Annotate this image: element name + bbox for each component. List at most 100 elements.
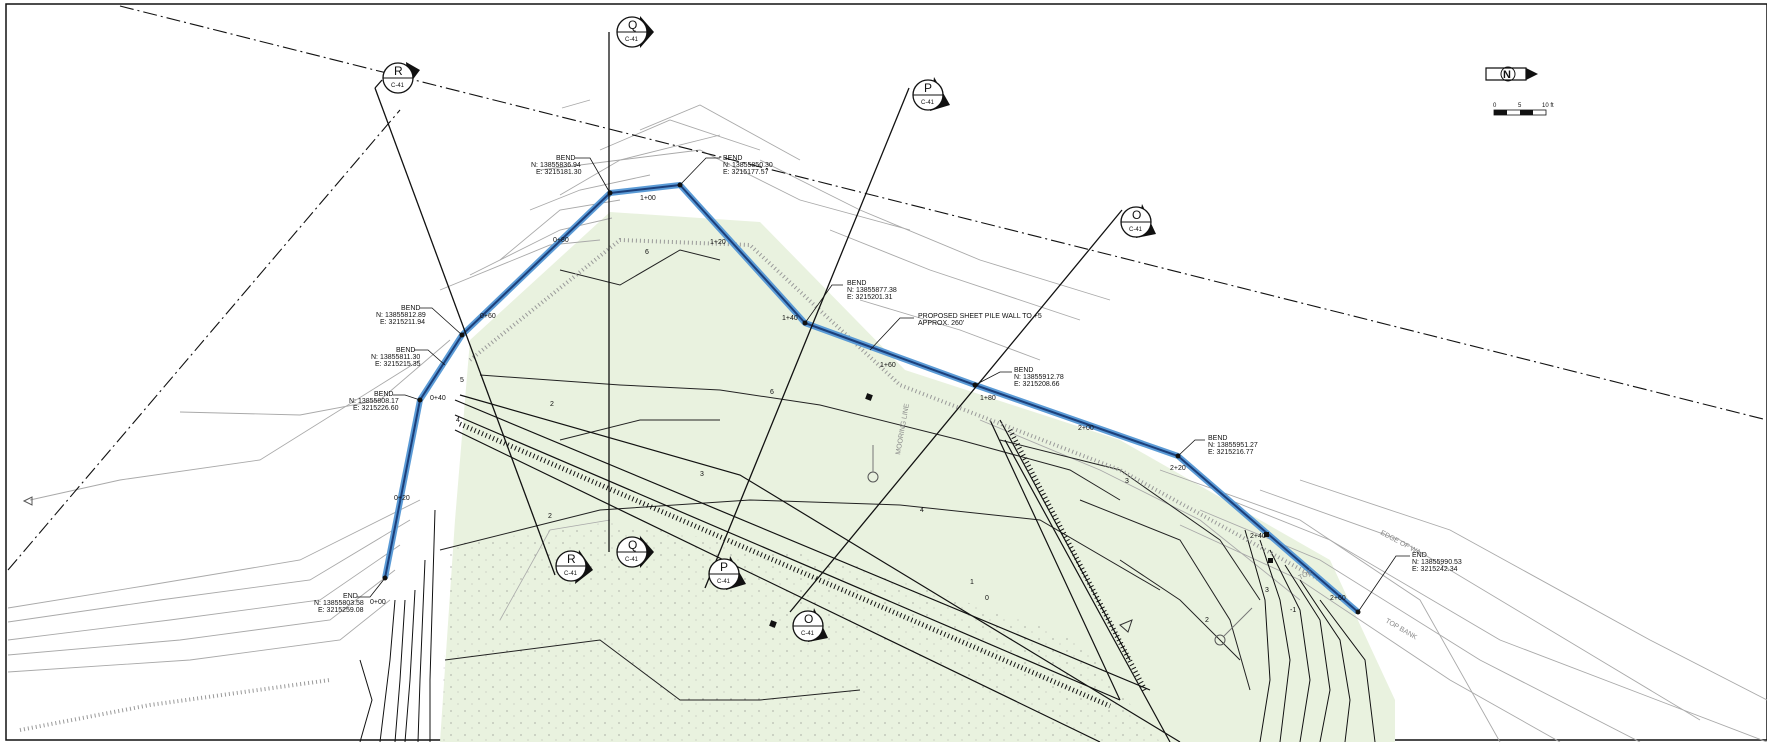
callout-leaders (357, 157, 1410, 613)
svg-text:O: O (804, 612, 813, 626)
svg-text:Q: Q (628, 18, 637, 32)
scale-bar: 0 5 10 ft (1493, 103, 1554, 116)
svg-text:E: 3215177.57: E: 3215177.57 (723, 169, 769, 176)
section-cut-lines (374, 32, 1123, 613)
station-1-60: 1+60 (880, 362, 896, 369)
svg-text:C-41: C-41 (625, 557, 639, 563)
svg-text:C-41: C-41 (801, 631, 815, 637)
svg-text:R: R (394, 64, 403, 78)
svg-text:P: P (924, 81, 932, 95)
svg-text:E: 3215216.77: E: 3215216.77 (1208, 449, 1254, 456)
svg-text:BEND: BEND (1208, 435, 1227, 442)
section-marker-r-top[interactable]: R C-41 (382, 62, 420, 94)
svg-text:E: 3215226.60: E: 3215226.60 (353, 405, 399, 412)
svg-text:E: 3215181.30: E: 3215181.30 (536, 169, 582, 176)
station-0-00: 0+00 (370, 599, 386, 606)
section-marker-o-bottom[interactable]: O C-41 (792, 608, 828, 642)
callout-end-left: END N: 13855803.58 E: 3215259.08 (314, 593, 364, 614)
callout-bend-7: BEND N: 13855811.30 E: 3215215.35 (371, 347, 421, 368)
svg-text:N: 13855811.30: N: 13855811.30 (371, 354, 420, 361)
svg-text:BEND: BEND (374, 391, 393, 398)
bank-hatch (459, 421, 1148, 709)
svg-text:BEND: BEND (401, 305, 420, 312)
callout-bend-8: BEND N: 13855808.17 E: 3215226.60 (349, 391, 399, 412)
station-2-40: 2+40 (1250, 533, 1266, 540)
svg-text:BEND: BEND (847, 280, 866, 287)
contour-label: 4 (920, 507, 924, 514)
svg-text:N: 13855836.94: N: 13855836.94 (531, 162, 581, 169)
station-1-20: 1+20 (710, 239, 726, 246)
svg-text:P: P (720, 560, 728, 574)
svg-text:C-41: C-41 (564, 571, 578, 577)
svg-text:E: 3215242.34: E: 3215242.34 (1412, 566, 1458, 573)
svg-text:N: N (1503, 69, 1511, 81)
contour-label: -1 (1290, 607, 1296, 614)
svg-text:5: 5 (1518, 103, 1522, 109)
svg-text:BEND: BEND (1014, 367, 1033, 374)
section-marker-p-top[interactable]: P C-41 (912, 77, 950, 111)
svg-text:C-41: C-41 (1129, 227, 1143, 233)
svg-text:R: R (567, 552, 576, 566)
svg-text:BEND: BEND (723, 155, 742, 162)
svg-text:N: 13855912.78: N: 13855912.78 (1014, 374, 1064, 381)
svg-text:E: 3215211.94: E: 3215211.94 (380, 319, 425, 326)
contours-black (439, 249, 1261, 701)
station-0-20: 0+20 (394, 495, 410, 502)
callout-end-right: END N: 13855990.53 E: 3215242.34 (1412, 552, 1462, 573)
svg-text:Q: Q (628, 538, 637, 552)
contours-right (979, 419, 1767, 743)
svg-text:C-41: C-41 (717, 579, 731, 585)
station-2-60: 2+60 (1330, 595, 1346, 602)
svg-text:10 ft: 10 ft (1542, 103, 1554, 109)
contour-label: 6 (645, 249, 649, 256)
svg-text:BEND: BEND (396, 347, 415, 354)
svg-text:N: 13855808.17: N: 13855808.17 (349, 398, 399, 405)
sheet-pile-wall (384, 184, 1359, 613)
svg-text:END: END (343, 593, 358, 600)
north-arrow-icon: N (1485, 66, 1538, 82)
section-marker-q-bottom[interactable]: Q C-41 (616, 536, 654, 568)
svg-text:C-41: C-41 (625, 37, 639, 43)
station-0-40: 0+40 (430, 395, 446, 402)
svg-text:END: END (1412, 552, 1427, 559)
section-marker-o-top[interactable]: O C-41 (1120, 204, 1156, 238)
station-labels: 0+00 0+20 0+40 0+60 0+80 1+00 1+20 1+40 … (370, 195, 1346, 606)
top-bank-label: TOP BANK (1384, 618, 1418, 642)
svg-text:N: 13855812.89: N: 13855812.89 (376, 312, 426, 319)
contour-label: 0 (985, 595, 989, 602)
site-symbols (22, 393, 1273, 646)
contour-label: 6 (770, 389, 774, 396)
contour-labels: 6 5 2 4 3 6 4 3 2 1 0 3 2 -1 (456, 249, 1296, 624)
svg-text:PROPOSED SHEET PILE WALL TO +5: PROPOSED SHEET PILE WALL TO +5 (918, 313, 1042, 320)
toe-contours-right (1244, 529, 1376, 743)
section-marker-p-bottom[interactable]: P C-41 (708, 556, 746, 590)
svg-text:E: 3215201.31: E: 3215201.31 (847, 294, 893, 301)
station-2-00: 2+00 (1078, 425, 1094, 432)
svg-text:N: 13855877.38: N: 13855877.38 (847, 287, 897, 294)
svg-text:N: 13855990.53: N: 13855990.53 (1412, 559, 1462, 566)
station-0-60: 0+60 (480, 313, 496, 320)
toe-contours-left (359, 509, 436, 743)
slope-hatch-grey (19, 237, 1321, 732)
svg-text:E: 3215259.08: E: 3215259.08 (318, 607, 364, 614)
callout-bend-6: BEND N: 13855812.89 E: 3215211.94 (376, 305, 426, 326)
contour-label: 2 (550, 401, 554, 408)
svg-text:N: 13855951.27: N: 13855951.27 (1208, 442, 1258, 449)
svg-text:C-41: C-41 (391, 83, 405, 89)
section-marker-q-top[interactable]: Q C-41 (616, 16, 654, 48)
bank-lines (454, 394, 1181, 743)
svg-text:O: O (1132, 208, 1141, 222)
contour-label: 3 (700, 471, 704, 478)
sheet-pile-note: PROPOSED SHEET PILE WALL TO +5 APPROX. 2… (918, 313, 1042, 327)
contour-label: 4 (456, 417, 460, 424)
section-marker-r-bottom[interactable]: R C-41 (555, 550, 593, 584)
svg-text:N: 13855803.58: N: 13855803.58 (314, 600, 364, 607)
svg-text:BEND: BEND (556, 155, 575, 162)
callout-bend-3: BEND N: 13855877.38 E: 3215201.31 (847, 280, 897, 301)
station-1-40: 1+40 (782, 315, 798, 322)
callout-bend-2: BEND N: 13855850.30 E: 3215177.57 (723, 155, 773, 176)
svg-text:APPROX. 260': APPROX. 260' (918, 320, 964, 327)
svg-text:0: 0 (1493, 103, 1497, 109)
svg-text:E: 3215208.66: E: 3215208.66 (1014, 381, 1060, 388)
